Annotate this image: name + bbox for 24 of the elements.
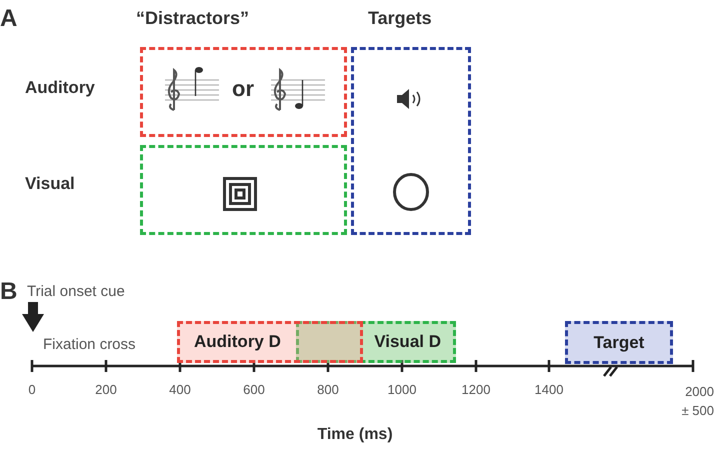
tick-label: 400 bbox=[169, 383, 191, 398]
tick-label: 1000 bbox=[388, 383, 416, 398]
cue-label: Trial onset cue bbox=[27, 283, 125, 300]
row-heading: Visual bbox=[25, 174, 75, 194]
axis-title: Time (ms) bbox=[317, 426, 393, 444]
tick-label: 0 bbox=[28, 383, 36, 398]
connector-word: or bbox=[232, 76, 254, 102]
column-heading: Targets bbox=[368, 8, 432, 29]
interval-box: Auditory D bbox=[177, 321, 363, 363]
interval-box: Target bbox=[565, 321, 673, 364]
tick-label: 200 bbox=[95, 383, 117, 398]
tick-label: 2000 ± 500 bbox=[680, 383, 714, 420]
row-heading: Auditory bbox=[25, 78, 95, 98]
fixation-label: Fixation cross bbox=[43, 336, 136, 354]
tick-label: 600 bbox=[243, 383, 265, 398]
distractor-box bbox=[140, 47, 347, 137]
panel-letter: B bbox=[0, 278, 18, 306]
panel-letter: A bbox=[0, 5, 18, 33]
column-heading: “Distractors” bbox=[136, 8, 250, 29]
tick-label: 1200 bbox=[462, 383, 490, 398]
target-box bbox=[351, 47, 471, 235]
tick-label: 800 bbox=[317, 383, 339, 398]
distractor-box bbox=[140, 145, 347, 235]
tick-label: 1400 bbox=[534, 383, 564, 398]
